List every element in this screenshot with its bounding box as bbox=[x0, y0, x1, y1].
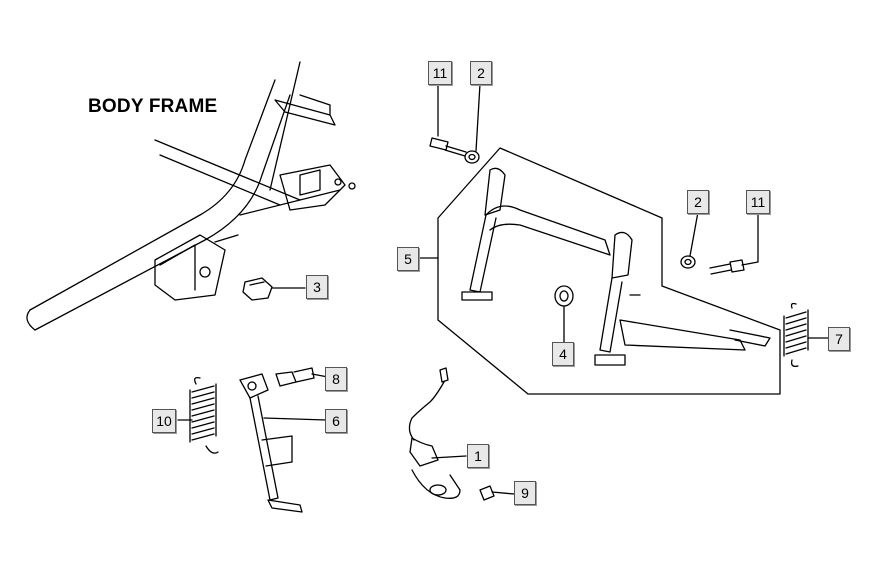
part-1-switch bbox=[408, 367, 467, 499]
callout-9: 9 bbox=[514, 481, 536, 505]
body-frame bbox=[26, 61, 356, 331]
bolt-11-right bbox=[709, 211, 759, 275]
callout-2: 2 bbox=[470, 61, 492, 85]
callout-3: 3 bbox=[306, 275, 328, 299]
bolt-11-left bbox=[429, 83, 467, 157]
callout-11: 11 bbox=[746, 190, 770, 214]
callout-2: 2 bbox=[687, 190, 709, 214]
callout-10: 10 bbox=[152, 409, 176, 433]
part-3-stopper bbox=[242, 277, 306, 301]
callout-1: 1 bbox=[467, 444, 489, 468]
part-7-spring bbox=[783, 302, 829, 368]
washer-2-right bbox=[680, 211, 699, 269]
part-4-bushing bbox=[554, 285, 574, 343]
washer-2-left bbox=[464, 83, 481, 164]
callout-7: 7 bbox=[828, 327, 850, 351]
callout-6: 6 bbox=[325, 409, 347, 433]
body-frame-label: BODY FRAME bbox=[88, 96, 218, 117]
part-6-side-stand bbox=[239, 373, 327, 513]
callout-4: 4 bbox=[552, 342, 574, 366]
part-5-main-stand bbox=[419, 147, 781, 395]
callout-8: 8 bbox=[325, 367, 347, 391]
part-9-screw bbox=[479, 485, 515, 501]
callout-11: 11 bbox=[428, 61, 452, 85]
callout-5: 5 bbox=[397, 247, 419, 271]
part-10-spring bbox=[177, 376, 219, 454]
part-8-bolt bbox=[275, 367, 329, 387]
